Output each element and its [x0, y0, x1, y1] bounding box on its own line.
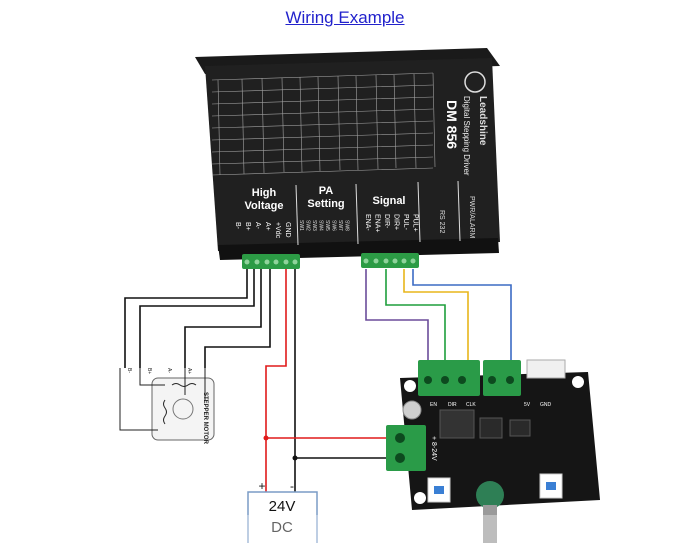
controller-power-label: + 8-24V: [430, 436, 437, 461]
motor-pin-labels: B- B+ A- A+: [126, 368, 192, 374]
controller-pin-label-1: DIR: [448, 402, 457, 408]
pwr-alarm-label: PWR/ALARM: [468, 196, 475, 239]
pa-setting-label-2: Setting: [307, 198, 344, 210]
signal-wires: [365, 269, 512, 370]
hv-terminal-block[interactable]: [242, 254, 300, 269]
controller-header: [526, 359, 566, 379]
signal-terminal-label-1: ENA+: [374, 214, 381, 232]
controller-aux-terminal[interactable]: [483, 360, 521, 396]
pa-switch-label-7: SW8: [344, 220, 350, 231]
controller-pin-label-0: EN: [430, 402, 437, 408]
pa-switch-label-0: SW1: [298, 220, 304, 231]
pa-switch-label-3: SW4: [318, 220, 324, 231]
controller-power-terminal[interactable]: [386, 425, 426, 471]
controller-signal-terminal[interactable]: [418, 360, 480, 396]
hv-terminal-label-4: +Vdc: [274, 222, 281, 239]
leadshine-logo-icon: [464, 71, 486, 93]
page-title[interactable]: Wiring Example: [285, 8, 405, 27]
signal-terminal-label-3: DIR+: [393, 214, 400, 230]
pa-switch-label-4: SW5: [324, 220, 330, 231]
controller-pin-label-3: 5V: [524, 402, 531, 408]
hv-terminal-label-3: A+: [264, 222, 271, 231]
controller-board: + 8-24V EN DIR CLK 5V GND: [386, 359, 600, 543]
motor-pin-label-0: B-: [126, 368, 132, 373]
driver-model: DM 856: [444, 100, 460, 149]
power-supply: + - 24V DC: [247, 479, 318, 543]
high-voltage-label-2: Voltage: [245, 200, 284, 212]
stepper-driver: Leadshine DM 856 Digital Stepping Driver…: [195, 48, 500, 260]
signal-terminal-labels: ENA-ENA+DIR-DIR+PUL-PUL+: [364, 214, 419, 232]
signal-terminal-block[interactable]: [361, 253, 419, 268]
spec-table: [211, 72, 436, 176]
pa-switch-label-6: SW7: [337, 220, 343, 231]
potentiometer-knob[interactable]: [476, 481, 504, 509]
signal-terminal-label-4: PUL-: [402, 214, 409, 231]
pa-setting-label-1: PA: [319, 185, 334, 197]
driver-brand: Leadshine: [477, 96, 488, 146]
power-plus-label: +: [258, 479, 265, 493]
stepper-motor: STEPPER MOTOR B- B+ A- A+: [119, 368, 215, 445]
hv-terminal-label-5: GND: [284, 222, 291, 238]
motor-label: STEPPER MOTOR: [202, 392, 208, 445]
hv-terminal-label-2: A-: [254, 222, 261, 230]
pa-switch-label-2: SW3: [311, 220, 317, 231]
hv-terminal-label-1: B+: [244, 222, 251, 231]
motor-wires: [124, 269, 271, 368]
motor-pin-label-1: B+: [146, 368, 152, 374]
high-voltage-label-1: High: [252, 187, 277, 199]
controller-pin-label-2: CLK: [466, 402, 476, 408]
controller-pin-labels: EN DIR CLK 5V GND: [430, 402, 552, 408]
hv-terminal-label-0: B-: [234, 222, 241, 230]
signal-terminal-label-5: PUL+: [412, 214, 419, 232]
rs232-label: RS 232: [438, 210, 445, 233]
signal-label: Signal: [372, 195, 405, 207]
controller-pin-label-4: GND: [540, 402, 552, 408]
motor-pin-label-3: A+: [186, 368, 192, 374]
motor-pin-label-2: A-: [166, 368, 172, 373]
driver-subtitle: Digital Stepping Driver: [462, 96, 471, 176]
signal-terminal-label-0: ENA-: [364, 214, 371, 231]
power-type: DC: [271, 519, 293, 536]
pa-switch-label-5: SW6: [331, 220, 337, 231]
power-voltage: 24V: [269, 498, 296, 515]
power-wires: [265, 269, 395, 493]
power-minus-label: -: [290, 479, 294, 493]
driver-body: [205, 58, 500, 251]
pa-switch-label-1: SW2: [305, 220, 311, 231]
signal-terminal-label-2: DIR-: [383, 214, 390, 229]
